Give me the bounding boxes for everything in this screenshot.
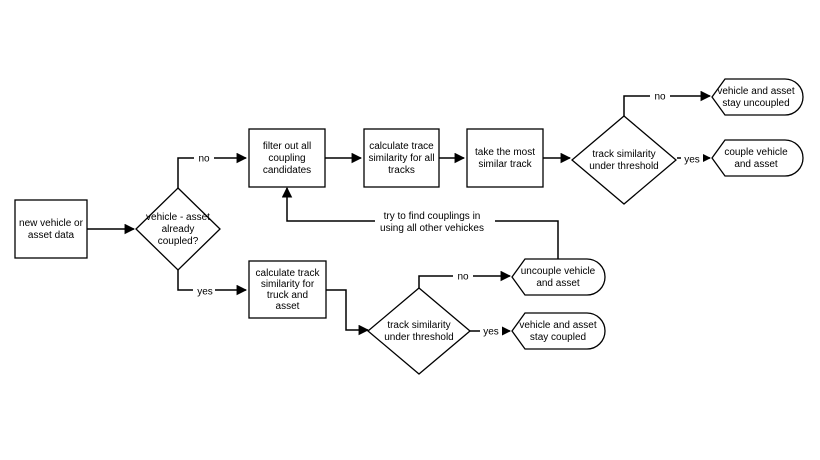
edge-threshold-top-no-to-stay-uncoupled: [623, 90, 712, 116]
node-calculate-track-similarity-truck-label-line: truck and: [267, 290, 308, 301]
node-calculate-track-similarity-truck-label-line: calculate track: [256, 268, 321, 279]
edge-decision-yes-to-calc-truck: [177, 270, 248, 296]
terminal-stay-coupled-label-line: stay coupled: [530, 332, 586, 343]
node-new-vehicle-or-asset-data-label-line: asset data: [28, 230, 75, 241]
node-filter-out-coupling-candidates-label-line: coupling: [268, 153, 305, 164]
edge-label-no-uncouple: no: [457, 272, 469, 283]
edge-decision-no-to-filter: [177, 152, 248, 188]
edge-label-yes-couple: yes: [684, 155, 700, 166]
node-calculate-trace-similarity-all-label-line: similarity for all: [368, 153, 434, 164]
edge-calc-truck-to-threshold-bottom: [326, 289, 370, 336]
decision-already-coupled-label-line: already: [162, 224, 195, 235]
node-calculate-trace-similarity-all-label-line: tracks: [388, 165, 415, 176]
node-calculate-track-similarity-truck-label-line: asset: [276, 301, 300, 312]
terminal-couple-vehicle-and-asset-label-line: and asset: [734, 159, 778, 170]
terminal-stay-coupled-label-line: vehicle and asset: [519, 320, 596, 331]
edge-label-no-top: no: [198, 154, 210, 165]
terminal-stay-uncoupled-label-line: stay uncoupled: [722, 98, 789, 109]
edge-label-no-uncoupled: no: [654, 92, 666, 103]
node-filter-out-coupling-candidates-label-line: candidates: [263, 165, 311, 176]
node-filter-out-coupling-candidates-label-line: filter out all: [263, 141, 311, 152]
edge-label-retry-line: try to find couplings in: [384, 211, 481, 222]
node-calculate-track-similarity-truck-label-line: similarity for: [261, 279, 315, 290]
edge-label-yes-stay: yes: [483, 327, 499, 338]
terminal-couple-vehicle-and-asset-label-line: couple vehicle: [724, 147, 788, 158]
node-take-most-similar-track-label-line: similar track: [478, 159, 532, 170]
decision-already-coupled-label-line: vehicle - asset: [146, 212, 210, 223]
decision-threshold-top-label-line: track similarity: [592, 149, 655, 160]
terminal-uncouple-vehicle-and-asset-label-line: uncouple vehicle: [521, 266, 596, 277]
node-take-most-similar-track-label-line: take the most: [475, 147, 535, 158]
decision-threshold-bottom-label-line: under threshold: [384, 332, 454, 343]
terminal-uncouple-vehicle-and-asset-label-line: and asset: [536, 278, 580, 289]
edge-label-retry-line: using all other vehickes: [380, 223, 484, 234]
node-new-vehicle-or-asset-data-label-line: new vehicle or: [19, 218, 84, 229]
decision-threshold-bottom-label-line: track similarity: [387, 320, 450, 331]
edge-threshold-bottom-no-to-uncouple: [418, 270, 512, 288]
terminal-stay-uncoupled-label-line: vehicle and asset: [717, 86, 794, 97]
decision-already-coupled-label-line: coupled?: [158, 236, 199, 247]
edge-label-yes-bottom: yes: [197, 287, 213, 298]
node-calculate-trace-similarity-all-label-line: calculate trace: [369, 141, 434, 152]
edge-labels: no yes no yes no yes try to find couplin…: [193, 89, 703, 339]
decision-threshold-top-label-line: under threshold: [589, 161, 659, 172]
